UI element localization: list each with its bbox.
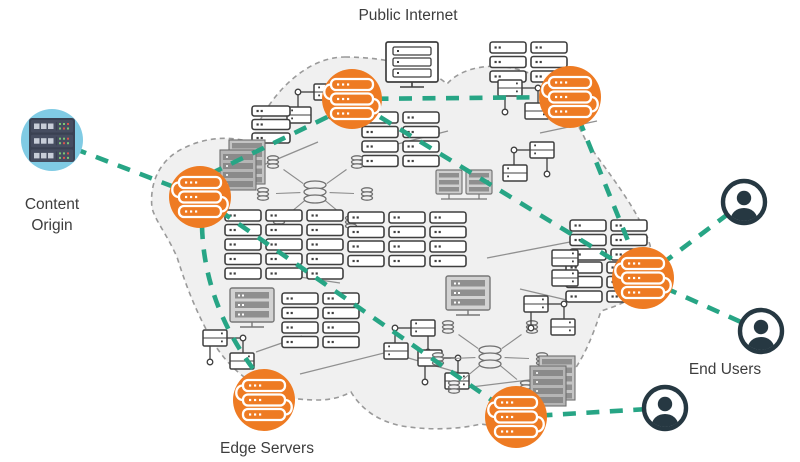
internal-gray-link <box>299 351 389 375</box>
edge-servers-label: Edge Servers <box>220 440 314 457</box>
cloud-icon-netgroup <box>202 329 255 370</box>
cloud-icon-rack <box>224 209 344 280</box>
cloud-icon-boxcol <box>551 249 579 287</box>
internal-gray-link <box>519 288 572 302</box>
edge-server-node-left <box>169 166 231 228</box>
internal-gray-link <box>486 241 571 259</box>
cdn-route-link <box>199 225 259 376</box>
cloud-icon-netgroup <box>383 319 436 360</box>
server-rack-icon <box>29 118 75 162</box>
server-stack-icon <box>171 175 229 219</box>
labels-layer: Public Internet Content Origin Edge Serv… <box>25 7 762 457</box>
end-users-label: End Users <box>689 361 762 378</box>
edge-server-node-top-right <box>539 66 601 128</box>
cdn-route-link <box>351 94 571 102</box>
server-stack-icon <box>487 395 545 439</box>
cloud-icon-rack <box>361 111 440 168</box>
cloud-icon-rack <box>281 292 360 349</box>
person-icon <box>748 319 774 350</box>
end-user-icon-user-top <box>720 178 768 226</box>
cloud-icon-rack <box>347 211 467 268</box>
content-origin-label-line2: Origin <box>31 217 72 234</box>
server-stack-icon <box>235 378 293 422</box>
cloud-icon-filledCabinet <box>445 275 491 316</box>
server-stack-icon <box>614 256 672 300</box>
edge-server-node-right <box>612 247 674 309</box>
cloud-icon-filledCluster <box>529 355 576 407</box>
cloud-icon-netgroup <box>502 141 555 182</box>
content-origin-node <box>21 109 83 171</box>
end-user-icon-user-bottom <box>641 384 689 432</box>
server-stack-icon <box>541 75 599 119</box>
edge-server-node-bottom-center <box>485 386 547 448</box>
edge-server-node-bottom-left <box>233 369 295 431</box>
content-origin-label-line1: Content <box>25 196 80 213</box>
main-nodes-layer <box>21 66 785 448</box>
cloud-icon-cabinet <box>385 41 439 88</box>
cloud-icon-tower <box>251 105 291 144</box>
cdn-route-link <box>567 96 646 279</box>
cloud-infrastructure-icons-layer <box>202 41 648 407</box>
cloud-icon-netgroup <box>523 295 576 336</box>
end-user-icon-user-middle <box>737 307 785 355</box>
person-icon <box>652 396 678 427</box>
cdn-route-link <box>208 103 352 177</box>
public-internet-label: Public Internet <box>358 7 458 24</box>
cdn-route-link <box>198 195 518 419</box>
cloud-icon-filledCabinet <box>229 287 275 328</box>
cdn-route-link <box>378 115 645 280</box>
server-stack-icon <box>323 77 381 121</box>
edge-server-node-top <box>322 69 382 129</box>
cloud-icon-cabinetpair <box>435 169 493 200</box>
person-icon <box>731 190 757 221</box>
